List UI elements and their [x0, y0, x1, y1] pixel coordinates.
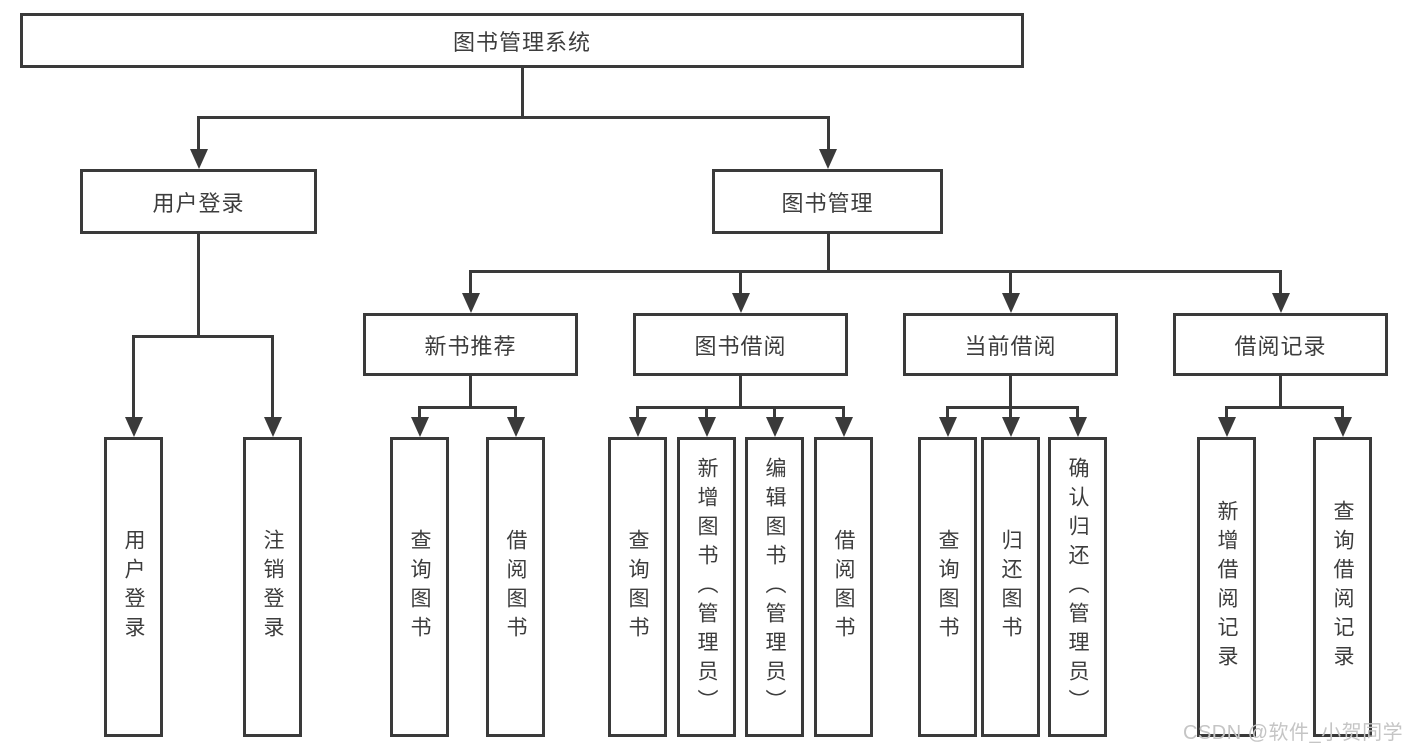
leaf-logout: 注销登录 — [243, 437, 302, 737]
arrowhead-down-icon — [1217, 417, 1236, 437]
connector-arrow-stem — [1341, 407, 1344, 421]
connector-arrow-stem — [739, 271, 742, 297]
node-user-login: 用户登录 — [80, 169, 317, 234]
connector-rail — [132, 334, 274, 338]
leaf-edit-book-admin: 编辑图书（管理员） — [745, 437, 804, 737]
arrowhead-down-icon — [1001, 417, 1020, 437]
connector-arrow-stem — [418, 407, 421, 421]
leaf-query-book-recommend: 查询图书 — [390, 437, 449, 737]
arrowhead-down-icon — [461, 293, 480, 313]
arrowhead-down-icon — [765, 417, 784, 437]
leaf-add-book-admin: 新增图书（管理员） — [677, 437, 736, 737]
connector-arrow-stem — [826, 117, 830, 153]
csdn-watermark: CSDN @软件_小贺同学 — [1183, 722, 1404, 744]
arrowhead-down-icon — [1001, 293, 1020, 313]
connector-rail — [469, 269, 1282, 273]
arrowhead-down-icon — [697, 417, 716, 437]
leaf-borrow-book-borrowing: 借阅图书 — [814, 437, 873, 737]
leaf-confirm-return-admin: 确认归还（管理员） — [1048, 437, 1107, 737]
arrowhead-down-icon — [124, 417, 143, 437]
connector-arrow-stem — [132, 336, 135, 421]
connector-arrow-stem — [773, 407, 776, 421]
connector-arrow-stem — [197, 117, 200, 153]
connector-rail — [1225, 405, 1344, 409]
leaf-query-book-borrowing: 查询图书 — [608, 437, 667, 737]
connector-arrow-stem — [469, 271, 472, 297]
arrowhead-down-icon — [938, 417, 957, 437]
node-book-borrowing: 图书借阅 — [633, 313, 848, 376]
connector-stem — [1279, 376, 1282, 409]
node-new-book-recommendation: 新书推荐 — [363, 313, 578, 376]
connector-stem — [826, 234, 830, 273]
arrowhead-down-icon — [263, 417, 282, 437]
connector-arrow-stem — [1009, 271, 1012, 297]
arrowhead-down-icon — [628, 417, 647, 437]
connector-arrow-stem — [1076, 407, 1079, 421]
node-borrow-records: 借阅记录 — [1173, 313, 1388, 376]
arrowhead-down-icon — [1333, 417, 1352, 437]
connector-stem — [197, 234, 200, 338]
node-current-borrowing: 当前借阅 — [903, 313, 1118, 376]
leaf-return-book: 归还图书 — [981, 437, 1040, 737]
connector-arrow-stem — [514, 407, 517, 421]
connector-rail — [418, 405, 517, 409]
arrowhead-down-icon — [819, 149, 837, 169]
connector-stem — [739, 376, 742, 409]
connector-rail — [197, 115, 830, 119]
connector-stem — [1009, 376, 1012, 409]
arrowhead-down-icon — [834, 417, 853, 437]
arrowhead-down-icon — [189, 149, 208, 169]
arrowhead-down-icon — [1068, 417, 1087, 437]
connector-arrow-stem — [842, 407, 845, 421]
leaf-borrow-book-recommend: 借阅图书 — [486, 437, 545, 737]
connector-stem — [520, 68, 524, 119]
connector-rail — [636, 405, 845, 409]
connector-arrow-stem — [946, 407, 949, 421]
leaf-query-book-current: 查询图书 — [918, 437, 977, 737]
connector-arrow-stem — [1009, 407, 1012, 421]
node-book-management: 图书管理 — [712, 169, 943, 234]
arrowhead-down-icon — [731, 293, 750, 313]
arrowhead-down-icon — [1271, 293, 1290, 313]
connector-arrow-stem — [271, 336, 274, 421]
connector-arrow-stem — [705, 407, 708, 421]
connector-stem — [469, 376, 472, 409]
connector-arrow-stem — [1225, 407, 1228, 421]
arrowhead-down-icon — [506, 417, 525, 437]
node-library-system: 图书管理系统 — [20, 13, 1024, 68]
arrowhead-down-icon — [410, 417, 429, 437]
connector-rail — [946, 405, 1079, 409]
connector-arrow-stem — [1279, 271, 1282, 297]
leaf-user-login: 用户登录 — [104, 437, 163, 737]
leaf-query-borrow-record: 查询借阅记录 — [1313, 437, 1372, 737]
leaf-add-borrow-record: 新增借阅记录 — [1197, 437, 1256, 737]
connector-arrow-stem — [636, 407, 639, 421]
